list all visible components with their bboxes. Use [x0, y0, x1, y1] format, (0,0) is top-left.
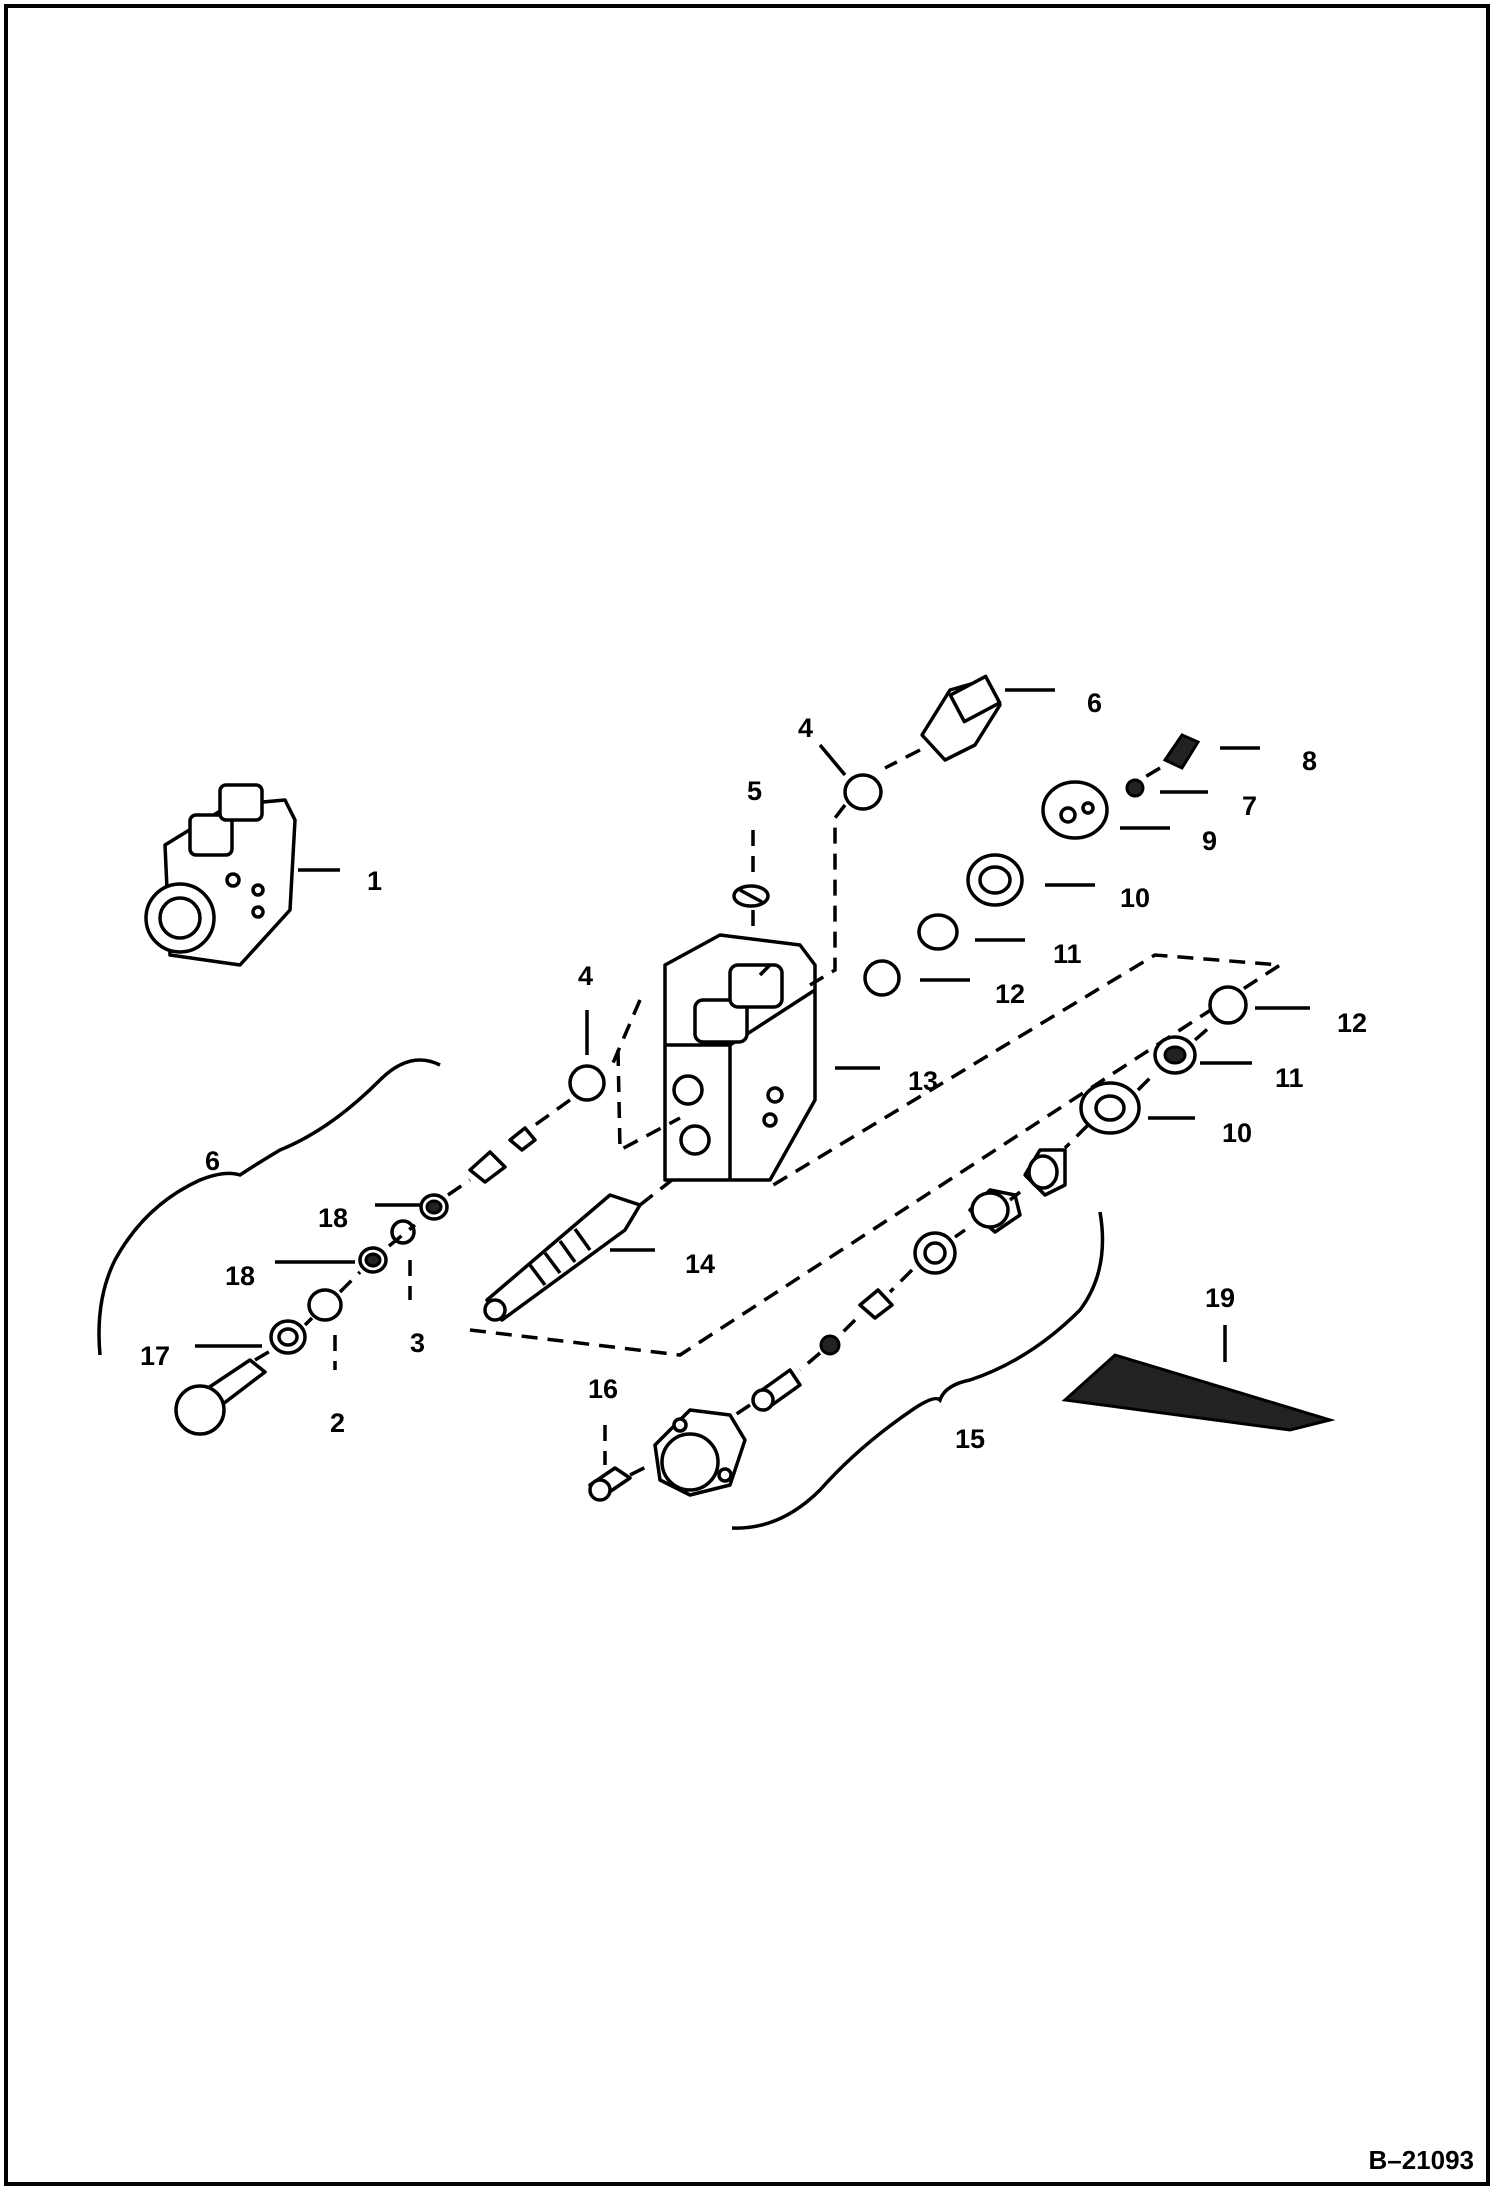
callout-7: 7 — [1242, 791, 1257, 821]
ring-part-7 — [1125, 778, 1145, 798]
drawing-reference-number: B–21093 — [1368, 2145, 1474, 2175]
relief-chain-part-15 — [751, 985, 1248, 1412]
callout-6-top: 6 — [1087, 688, 1102, 718]
callout-4-top: 4 — [798, 713, 813, 743]
callout-17: 17 — [140, 1341, 170, 1371]
plug-part-17 — [174, 1358, 267, 1436]
callout-6-left: 6 — [205, 1146, 220, 1176]
decal-part-19 — [1061, 1353, 1336, 1432]
seal-part-11-top — [917, 913, 959, 951]
callout-13: 13 — [908, 1066, 938, 1096]
o-ring-part-4-left — [568, 1064, 606, 1102]
callout-2: 2 — [330, 1408, 345, 1438]
callout-8: 8 — [1302, 746, 1317, 776]
callout-11-right: 11 — [1275, 1063, 1304, 1093]
spool-part-14 — [483, 1193, 642, 1322]
washer-part-10-top — [966, 853, 1024, 907]
callout-14: 14 — [685, 1249, 715, 1279]
callout-19: 19 — [1205, 1283, 1235, 1313]
callout-11-top: 11 — [1053, 939, 1082, 969]
fitting-part-6 — [920, 674, 1002, 762]
callout-9: 9 — [1202, 826, 1217, 856]
clip-part-5 — [732, 884, 770, 908]
valve-assembly-part-1 — [144, 783, 297, 967]
screw-part-16 — [588, 1466, 632, 1502]
callout-12-right: 12 — [1337, 1008, 1367, 1038]
callout-10-top: 10 — [1120, 883, 1150, 913]
cap-plate-part-9 — [1041, 780, 1109, 840]
o-ring-part-12-top — [863, 959, 901, 997]
callout-12-top: 12 — [995, 979, 1025, 1009]
cover-part-15 — [653, 1408, 747, 1497]
callout-5: 5 — [747, 776, 762, 806]
callout-16: 16 — [588, 1374, 618, 1404]
valve-body-part-13 — [663, 933, 817, 1182]
screw-part-8 — [1162, 733, 1201, 770]
callout-10-right: 10 — [1222, 1118, 1252, 1148]
o-ring-part-4-top — [843, 773, 883, 811]
callout-1: 1 — [367, 866, 382, 896]
callout-15: 15 — [955, 1424, 985, 1454]
callout-4-left: 4 — [578, 961, 593, 991]
callout-18-lower: 18 — [225, 1261, 255, 1291]
callout-3: 3 — [410, 1328, 425, 1358]
callout-18-upper: 18 — [318, 1203, 348, 1233]
